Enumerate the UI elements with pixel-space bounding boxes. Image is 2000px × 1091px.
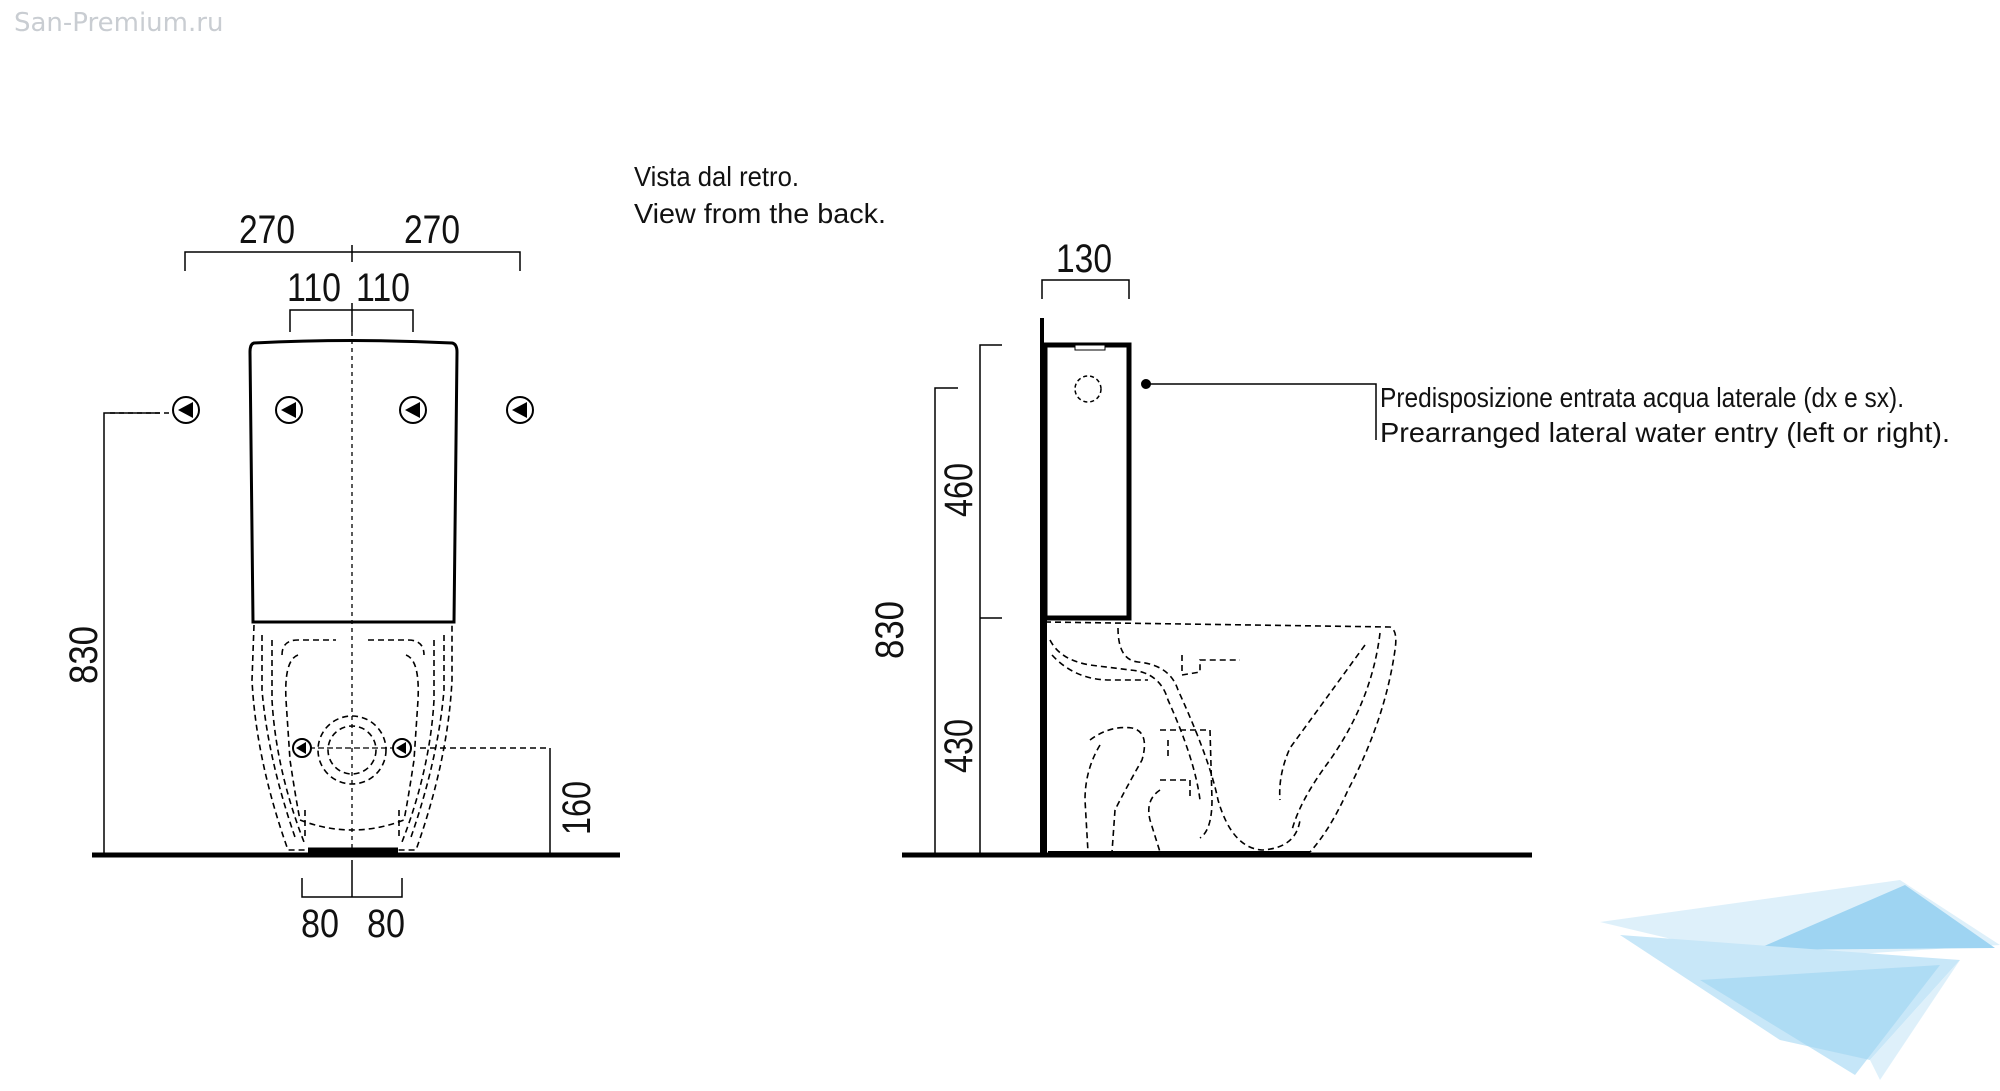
- inlet-arrow-icon: [275, 396, 303, 424]
- dim-tank-height: 460: [937, 463, 981, 517]
- note-italian: Predisposizione entrata acqua laterale (…: [1380, 382, 1904, 413]
- dimension-top-inner: [289, 303, 414, 332]
- dim-height-side: 830: [868, 601, 912, 659]
- note-english: Prearranged lateral water entry (left or…: [1380, 417, 1950, 448]
- dimension-height-side: [934, 387, 958, 855]
- cistern-back: [248, 339, 459, 624]
- water-inlet-markers: [172, 396, 534, 424]
- dim-bottom-left: 80: [301, 902, 339, 946]
- dim-drain-height: 160: [555, 781, 599, 835]
- dim-height-back: 830: [62, 626, 106, 684]
- cistern-lid-slot: [1074, 344, 1106, 351]
- dimension-bottom: [301, 860, 403, 898]
- inlet-arrow-icon: [392, 738, 412, 758]
- dim-bowl-height: 430: [937, 719, 981, 773]
- drain-side-markers: [292, 738, 412, 758]
- inlet-arrow-icon: [172, 396, 200, 424]
- bowl-back-hidden: [251, 624, 453, 851]
- cistern-side: [1042, 342, 1132, 621]
- dim-top-left: 270: [239, 208, 295, 252]
- dimension-height-back: [103, 412, 172, 855]
- dimension-drain-height: [420, 747, 551, 855]
- dim-bottom-right: 80: [367, 902, 405, 946]
- water-entry-hole: [1074, 375, 1102, 403]
- inlet-arrow-icon: [399, 396, 427, 424]
- dim-depth: 130: [1056, 237, 1112, 281]
- caption-italian: Vista dal retro.: [634, 161, 799, 192]
- dimension-depth: [1041, 279, 1130, 299]
- side-view: 130 Predisposizione entrata acqua latera…: [868, 237, 1950, 858]
- inlet-arrow-icon: [292, 738, 312, 758]
- dimension-tank-bowl: [979, 344, 1002, 855]
- dim-top-right: 270: [404, 208, 460, 252]
- dim-inner-right: 110: [356, 266, 410, 310]
- site-watermark: San-Premium.ru: [14, 8, 224, 38]
- bowl-side-hidden: [1044, 621, 1397, 853]
- dim-inner-left: 110: [287, 266, 341, 310]
- dimension-top-outer: [184, 245, 521, 271]
- inlet-arrow-icon: [506, 396, 534, 424]
- back-view: 270 270 110 110: [62, 208, 620, 946]
- caption-english: View from the back.: [634, 198, 886, 229]
- water-entry-leader: [1141, 379, 1377, 440]
- bathtub-logo: [1600, 880, 2000, 1080]
